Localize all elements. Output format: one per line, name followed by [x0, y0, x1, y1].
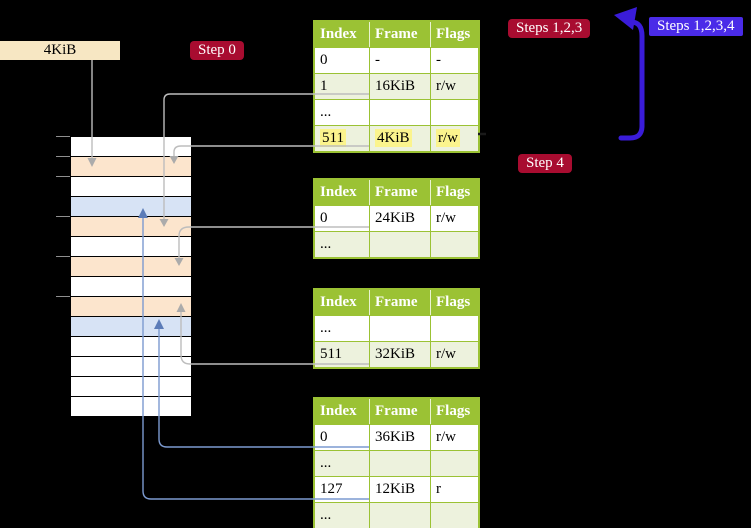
table-header-row: Index Frame Flags: [315, 290, 478, 316]
memory-column: [70, 136, 192, 417]
memory-tick: [56, 296, 70, 297]
table-row: 0 24KiB r/w: [315, 206, 478, 232]
table-row: 127 12KiB r: [315, 477, 478, 503]
memory-row-empty: [71, 277, 191, 297]
header-frame: Frame: [369, 180, 430, 205]
page-table-3: Index Frame Flags ... 511 32KiB r/w: [313, 288, 480, 369]
memory-row-empty: [71, 137, 191, 157]
page-table-1: Index Frame Flags 0 - - 1 16KiB r/w ... …: [313, 20, 480, 153]
memory-row-table: [71, 217, 191, 237]
header-index: Index: [320, 184, 357, 200]
header-index: Index: [320, 26, 357, 42]
table-row-recursive-entry: 511 4KiB r/w: [315, 126, 478, 151]
memory-tick: [56, 216, 70, 217]
header-flags: Flags: [430, 22, 478, 47]
page-table-2: Index Frame Flags 0 24KiB r/w ...: [313, 178, 480, 259]
table-row: 1 16KiB r/w: [315, 74, 478, 100]
memory-row-empty: [71, 377, 191, 397]
memory-tick: [56, 136, 70, 137]
memory-row-table: [71, 257, 191, 277]
header-flags: Flags: [430, 180, 478, 205]
arrowhead-left-icon: [614, 7, 637, 30]
memory-row-empty: [71, 397, 191, 416]
table-row: ...: [315, 503, 478, 528]
step0-label: Step 0: [190, 41, 244, 60]
header-flags: Flags: [430, 290, 478, 315]
header-frame: Frame: [369, 22, 430, 47]
table-row: 511 32KiB r/w: [315, 342, 478, 367]
memory-row-empty: [71, 337, 191, 357]
memory-row-table: [71, 157, 191, 177]
header-frame: Frame: [369, 399, 430, 424]
recursive-loop-arrow: [618, 19, 645, 141]
table-header-row: Index Frame Flags: [315, 399, 478, 425]
table-row: 0 - -: [315, 48, 478, 74]
memory-row-table: [71, 297, 191, 317]
memory-row-frame: [71, 317, 191, 337]
step4-label: Step 4: [518, 154, 572, 173]
memory-row-empty: [71, 357, 191, 377]
header-flags: Flags: [430, 399, 478, 424]
header-index: Index: [320, 294, 357, 310]
steps1234-label: Steps 1,2,3,4: [649, 17, 743, 36]
header-index: Index: [320, 403, 357, 419]
table-row: ...: [315, 100, 478, 126]
table-row: ...: [315, 316, 478, 342]
table-header-row: Index Frame Flags: [315, 180, 478, 206]
memory-row-frame: [71, 197, 191, 217]
table-row: 0 36KiB r/w: [315, 425, 478, 451]
memory-tick: [56, 156, 70, 157]
frame-size-box: 4KiB: [0, 41, 120, 60]
memory-tick: [56, 256, 70, 257]
table-row: ...: [315, 451, 478, 477]
page-table-4: Index Frame Flags 0 36KiB r/w ... 127 12…: [313, 397, 480, 528]
memory-tick: [56, 176, 70, 177]
header-frame: Frame: [369, 290, 430, 315]
memory-row-empty: [71, 237, 191, 257]
table-row: ...: [315, 232, 478, 257]
memory-row-empty: [71, 177, 191, 197]
table-header-row: Index Frame Flags: [315, 22, 478, 48]
steps123-label: Steps 1,2,3: [508, 19, 591, 38]
